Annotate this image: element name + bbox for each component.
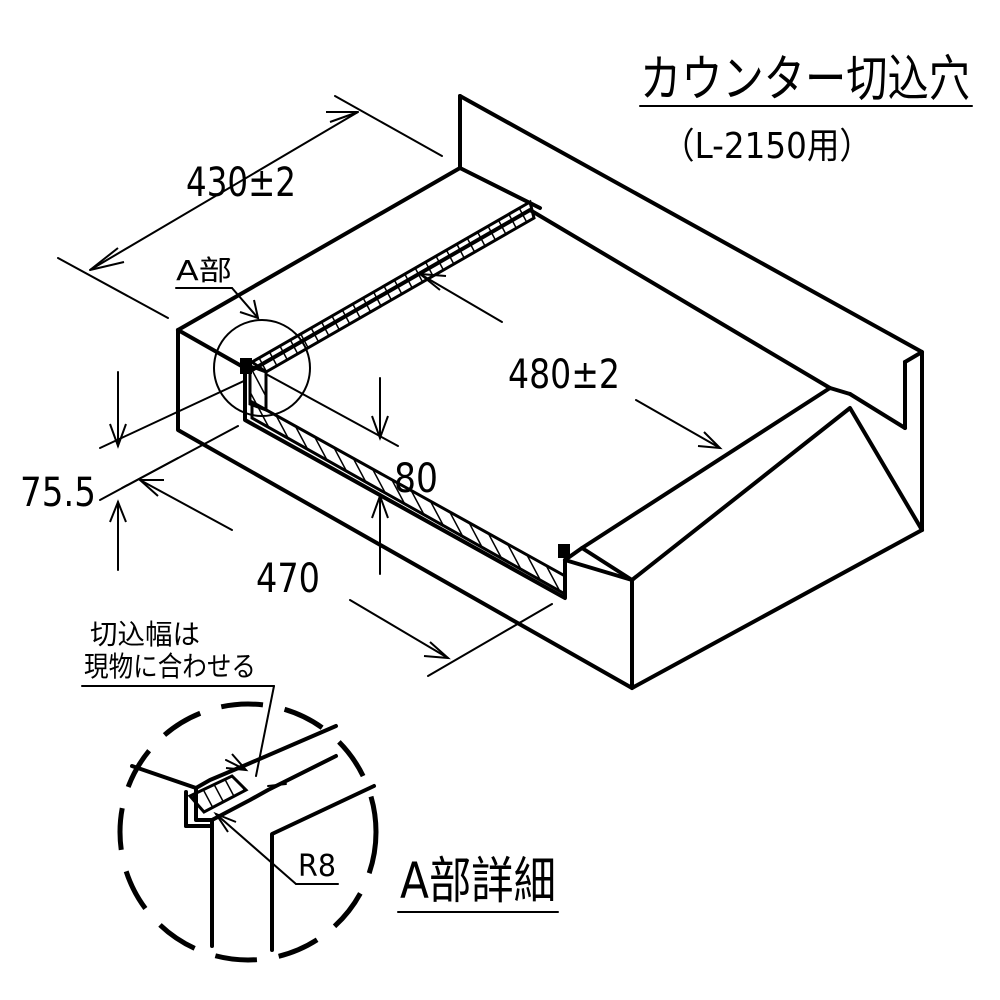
dimension-height-left-label: 75.5 (20, 470, 96, 516)
part-a-callout: A部 (175, 254, 311, 417)
corner-marker-left (240, 358, 252, 374)
detail-boundary (117, 701, 379, 963)
dimension-depth-label: 480±2 (508, 352, 620, 398)
drawing-subtitle: （L-2150用） (662, 126, 872, 167)
drawing-title: カウンター切込穴 (640, 50, 970, 108)
corner-marker-right (558, 544, 570, 558)
dimension-width: 430±2 (57, 95, 443, 319)
hatched-cut-back (249, 199, 536, 374)
dimension-height-left: 75.5 (20, 371, 247, 571)
note-line-1: 切込幅は (90, 618, 200, 651)
dimension-height-inner-label: 80 (394, 456, 438, 502)
detail-title: A部詳細 (400, 852, 556, 910)
dimension-length-label: 470 (256, 556, 320, 602)
cut-width-note: 切込幅は 現物に合わせる (81, 618, 275, 777)
detail-view: R8 (117, 701, 379, 963)
note-line-2: 現物に合わせる (84, 650, 256, 683)
radius-label: R8 (298, 849, 336, 884)
hatched-cut-corner (248, 363, 268, 413)
dimension-height-inner: 80 (265, 373, 438, 575)
hatched-cut-front (250, 399, 567, 597)
part-a-label: A部 (176, 254, 232, 287)
dimension-width-label: 430±2 (186, 160, 296, 206)
dimension-depth: 480±2 (416, 272, 723, 450)
part-a-circle (213, 319, 311, 417)
counter-body (176, 94, 924, 690)
